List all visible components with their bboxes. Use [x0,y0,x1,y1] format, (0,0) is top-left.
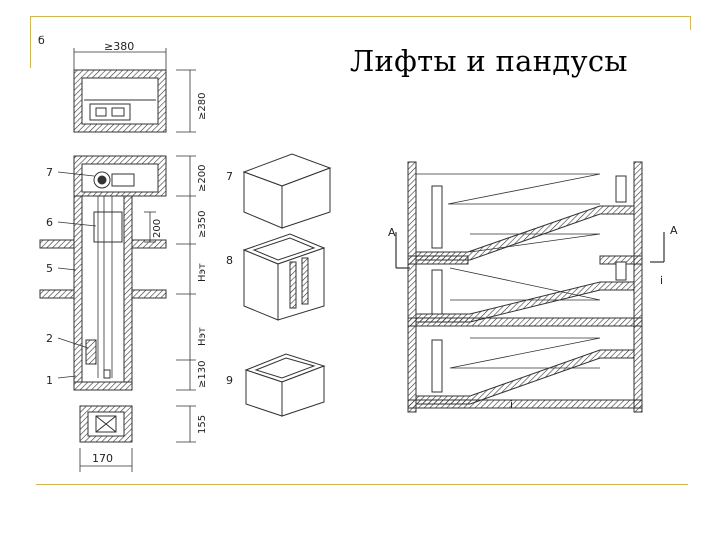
elevator-section [39,155,167,391]
dim-top-depth [176,69,196,133]
marker-i-bottom: i [510,398,513,411]
callout-4: 5 [46,262,53,275]
callout-7: 7 [226,170,233,183]
dim-floor-height-2-label: Hэт [197,327,208,346]
callout-1: 1 [46,374,53,387]
section-marker-left [395,232,410,269]
callout-5: 6 [46,216,53,229]
frame-top-rule [30,16,690,17]
dim-machine-room-label: ≥200 [197,165,208,192]
dim-top-depth-label: ≥280 [197,93,208,120]
dim-section [144,155,196,391]
dim-top-width [73,48,167,70]
ramp-section [407,161,643,413]
dim-floor-height-1-label: Hэт [197,263,208,282]
elevator-bottom-plan [79,405,133,443]
shaft-block-7 [242,153,332,229]
dim-pit-depth-label: ≥130 [197,361,208,388]
elevator-top-plan [73,69,167,133]
dim-bottom-width-label: 170 [92,452,113,465]
marker-a-left: A [388,226,396,239]
dim-cabin-height-label: 200 [152,219,163,238]
frame-left-rule [30,16,31,68]
frame-right-rule [690,16,691,30]
dim-cabin-clear-label: ≥350 [197,211,208,238]
panel-letter: б [38,34,45,47]
shaft-block-8 [242,233,326,321]
callout-leaders [57,171,97,379]
dim-pit-depth-2-label: 155 [197,415,208,434]
callout-6: 7 [46,166,53,179]
marker-a-right: A [670,224,678,237]
marker-i-right: i [660,274,663,287]
frame-bottom-rule [36,484,688,485]
slide-title: Лифты и пандусы [350,44,628,78]
shaft-block-9 [244,353,326,417]
section-marker-right [650,232,665,263]
callout-9: 9 [226,374,233,387]
callout-2: 2 [46,332,53,345]
dim-top-width-label: ≥380 [104,40,134,53]
callout-8: 8 [226,254,233,267]
dim-bottom [79,405,196,472]
